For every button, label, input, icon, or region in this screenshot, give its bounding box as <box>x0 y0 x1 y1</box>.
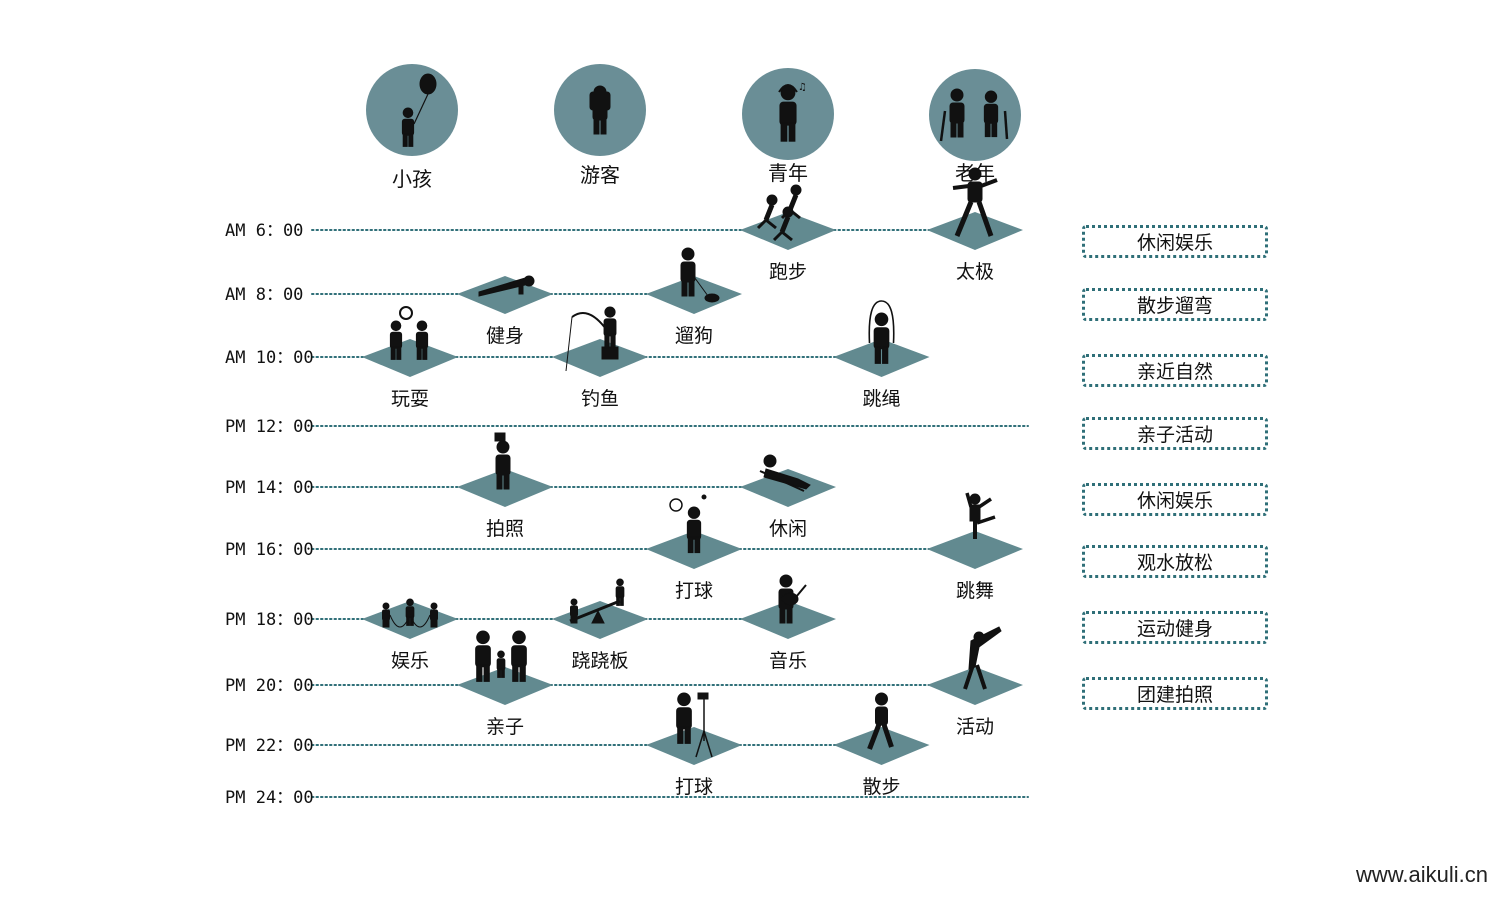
activity-children-dancing-icon: 娱乐 <box>362 598 458 672</box>
tourist-backpack-icon <box>589 85 611 135</box>
header-young-man-headphones-icon: ♫ 青年 <box>742 68 834 185</box>
activity-diamond <box>927 667 1023 705</box>
activity-stretching-icon: 活动 <box>927 626 1023 738</box>
activity-label: 活动 <box>956 716 994 738</box>
time-label: PM 20：00 <box>225 676 314 696</box>
activity-label: 钓鱼 <box>581 388 619 410</box>
header-elderly-couple-icon: 老年 <box>929 69 1021 185</box>
activity-diamond <box>646 727 742 765</box>
time-label: PM 24：00 <box>225 788 314 808</box>
activity-label: 玩耍 <box>391 388 429 410</box>
activity-jump-rope-icon: 跳绳 <box>833 300 930 410</box>
legend-item: 亲近自然 <box>1082 354 1268 387</box>
reclining-person-icon <box>759 454 811 492</box>
activity-label: 拍照 <box>486 518 524 540</box>
activity-label: 休闲 <box>769 518 807 540</box>
activity-dancer-icon: 跳舞 <box>927 492 1023 602</box>
activity-diamond <box>457 276 553 314</box>
time-label: AM 8：00 <box>225 285 303 305</box>
activity-running-people-icon: 跑步 <box>740 184 836 283</box>
time-label: AM 6：00 <box>225 221 303 241</box>
activity-dog-walking-icon: 遛狗 <box>646 247 742 347</box>
family-icon <box>475 630 527 682</box>
activity-photographer-icon: 拍照 <box>457 432 553 540</box>
legend-item: 运动健身 <box>1082 611 1268 644</box>
activity-pushup-icon: 健身 <box>457 275 553 347</box>
legend-item: 散步遛弯 <box>1082 288 1268 321</box>
activity-diamond <box>833 727 930 765</box>
activity-reclining-person-icon: 休闲 <box>740 454 836 540</box>
activity-walking-person-icon: 散步 <box>833 692 930 798</box>
group-circle <box>929 69 1021 161</box>
time-label: AM 10：00 <box>225 348 314 368</box>
seesaw-icon <box>569 578 625 624</box>
activity-label: 打球 <box>675 580 713 602</box>
fishing-icon <box>565 306 619 372</box>
stretching-icon <box>963 626 1002 690</box>
children-dancing-icon <box>382 598 438 628</box>
activity-tennis-player-icon: 打球 <box>646 494 742 602</box>
activity-diamond <box>740 469 836 507</box>
activity-guitar-player-icon: 音乐 <box>740 574 836 672</box>
activity-seesaw-icon: 跷跷板 <box>552 578 648 672</box>
activity-diamond <box>833 339 930 377</box>
activity-family-icon: 亲子 <box>457 630 553 738</box>
time-label: PM 12：00 <box>225 417 314 437</box>
dancer-icon <box>965 492 996 539</box>
activity-label: 打球 <box>675 776 713 798</box>
dog-walking-icon <box>680 247 720 303</box>
activity-tai-chi-icon: 太极 <box>927 167 1023 283</box>
walking-person-icon <box>867 692 894 750</box>
tai-chi-icon <box>952 167 998 237</box>
photographer-icon <box>494 432 511 490</box>
activity-diamond <box>646 531 742 569</box>
activity-camera-tripod-icon: 打球 <box>646 692 742 798</box>
activity-label: 太极 <box>956 261 994 283</box>
guitar-player-icon <box>778 574 807 624</box>
activity-label: 亲子 <box>486 716 524 738</box>
group-label: 游客 <box>580 163 620 187</box>
activity-diamond <box>927 531 1023 569</box>
running-people-icon <box>756 184 802 242</box>
header-tourist-backpack-icon: 游客 <box>554 64 646 187</box>
legend-item: 亲子活动 <box>1082 417 1268 450</box>
activity-label: 跷跷板 <box>571 650 628 672</box>
activity-diamond <box>927 212 1023 250</box>
watermark-text: www.aikuli.cn <box>1355 862 1488 887</box>
camera-tripod-icon <box>676 692 713 758</box>
activity-diamond <box>552 339 648 377</box>
activity-label: 散步 <box>862 776 900 798</box>
activity-label: 跳舞 <box>956 580 994 602</box>
legend-item: 休闲娱乐 <box>1082 483 1268 516</box>
time-label: PM 14：00 <box>225 478 314 498</box>
group-label: 小孩 <box>392 167 432 191</box>
kids-playing-ball-icon <box>389 306 429 360</box>
legend-item: 观水放松 <box>1082 545 1268 578</box>
activity-label: 跳绳 <box>862 388 900 410</box>
activity-label: 跑步 <box>769 261 807 283</box>
activity-label: 健身 <box>486 325 524 347</box>
time-label: PM 18：00 <box>225 610 314 630</box>
time-label: PM 16：00 <box>225 540 314 560</box>
jump-rope-icon <box>868 300 895 364</box>
time-label: PM 22：00 <box>225 736 314 756</box>
activity-fishing-icon: 钓鱼 <box>552 306 648 410</box>
young-man-headphones-icon: ♫ <box>778 82 807 142</box>
activity-kids-playing-ball-icon: 玩耍 <box>362 306 458 410</box>
tennis-player-icon <box>669 494 707 554</box>
legend-item: 休闲娱乐 <box>1082 225 1268 258</box>
activity-diamond <box>457 667 553 705</box>
activity-label: 音乐 <box>769 650 807 672</box>
activity-diamond <box>362 339 458 377</box>
activity-label: 娱乐 <box>391 650 429 672</box>
legend-item: 团建拍照 <box>1082 677 1268 710</box>
svg-text:♫: ♫ <box>798 82 807 93</box>
child-balloon-icon <box>401 73 437 147</box>
activity-label: 遛狗 <box>675 325 713 347</box>
group-label: 青年 <box>768 161 808 185</box>
header-child-balloon-icon: 小孩 <box>366 64 458 191</box>
pushup-icon <box>478 275 535 297</box>
elderly-couple-icon <box>939 88 1009 142</box>
